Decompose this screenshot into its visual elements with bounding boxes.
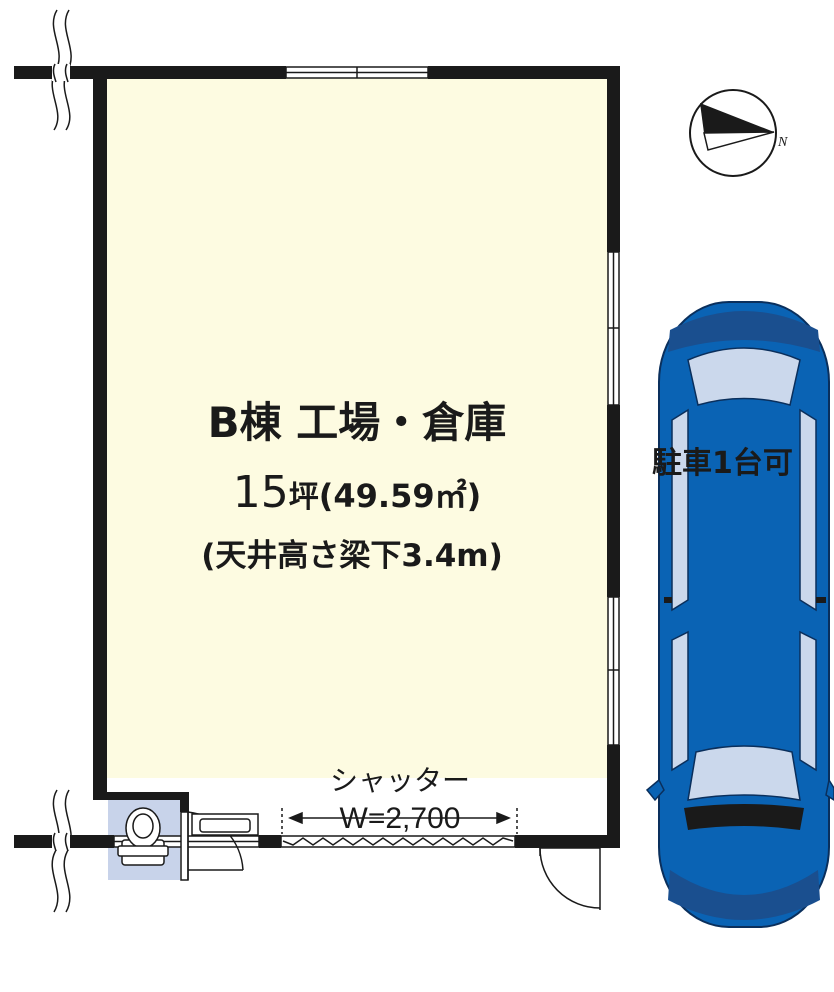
car-icon	[645, 301, 834, 928]
room-name: B棟 工場・倉庫	[208, 398, 507, 447]
shutter-width: W=2,700	[340, 802, 461, 835]
toilet-icon	[117, 807, 169, 866]
parking-label: 駐車1台可	[652, 446, 793, 481]
right-window-lower	[607, 596, 620, 746]
walls	[14, 66, 620, 848]
area-m2: (49.59㎡)	[319, 477, 481, 515]
break-mark-bottom	[51, 789, 72, 913]
shutter-dimension	[281, 808, 518, 834]
sink-icon	[191, 813, 259, 836]
exterior-door	[539, 847, 601, 910]
area-tsubo: 15	[233, 467, 289, 518]
area-unit: 坪	[289, 480, 319, 515]
room-area: 15坪(49.59㎡)	[233, 467, 481, 518]
top-window	[285, 66, 429, 79]
floor-area	[100, 73, 613, 778]
shutter-label: シャッター	[330, 765, 470, 796]
ceiling-height: (天井高さ梁下3.4m)	[201, 538, 503, 574]
shutter	[280, 835, 516, 848]
right-window-upper	[607, 251, 620, 406]
compass-icon	[689, 89, 777, 177]
compass-north-label: N	[777, 135, 788, 150]
